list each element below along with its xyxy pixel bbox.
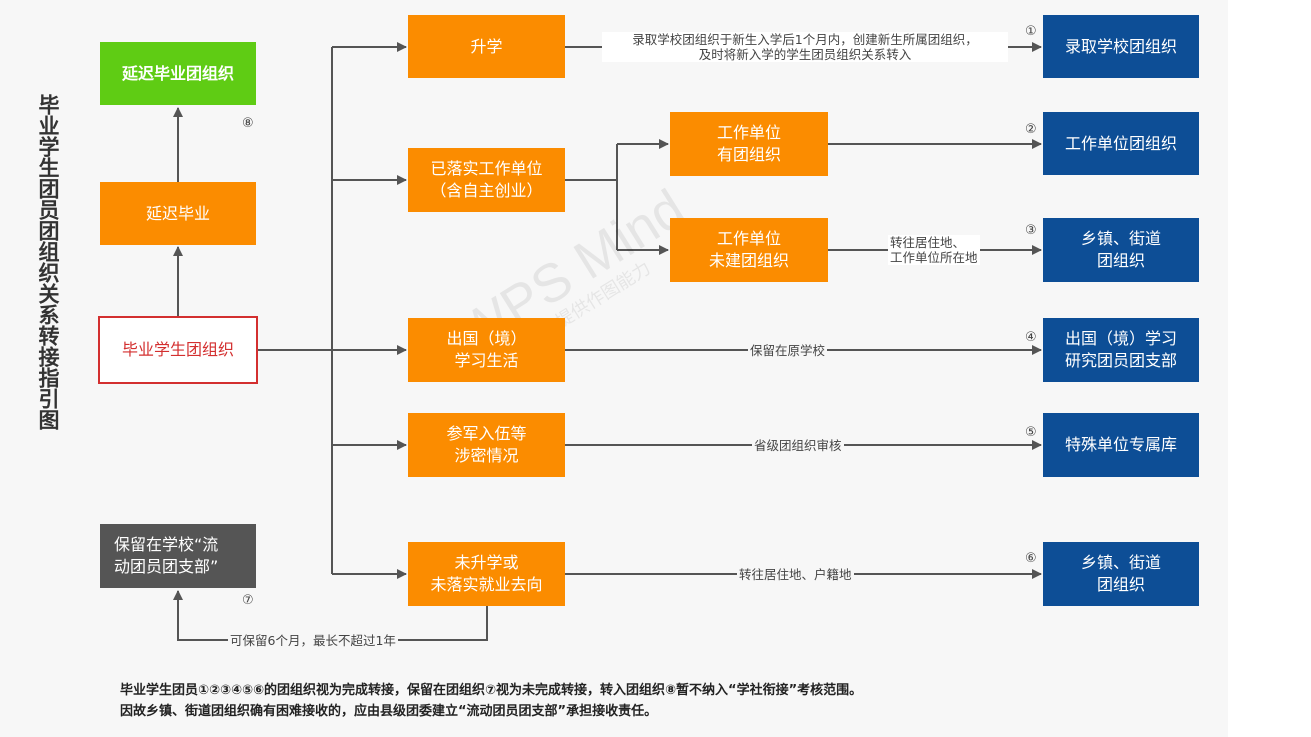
node-target-street-2: 乡镇、街道 团组织 xyxy=(1043,542,1199,606)
node-delay: 延迟毕业 xyxy=(100,182,256,245)
edge-label-unit-no-org: 转往居住地、 工作单位所在地 xyxy=(888,235,980,265)
footnote-line-2: 因故乡镇、街道团组织确有困难接收的，应由县级团委建立“流动团员团支部”承担接收责… xyxy=(120,704,658,719)
marker-1: ① xyxy=(1025,24,1037,39)
node-target-abroad: 出国（境）学习 研究团员团支部 xyxy=(1043,318,1199,382)
footnote: 毕业学生团员①②③④⑤⑥的团组织视为完成转接，保留在团组织⑦视为未完成转接，转入… xyxy=(120,680,862,722)
marker-4: ④ xyxy=(1025,330,1037,345)
marker-8: ⑧ xyxy=(242,116,254,131)
node-retain: 保留在学校“流 动团员团支部” xyxy=(100,524,256,588)
node-further-study: 升学 xyxy=(408,15,565,78)
node-unit-no-org: 工作单位 未建团组织 xyxy=(670,218,828,282)
node-employed: 已落实工作单位 （含自主创业） xyxy=(408,148,565,212)
node-target-unit: 工作单位团组织 xyxy=(1043,112,1199,175)
node-target-school: 录取学校团组织 xyxy=(1043,15,1199,78)
edge-label-retain: 可保留6个月，最长不超过1年 xyxy=(228,633,398,648)
node-target-street-1: 乡镇、街道 团组织 xyxy=(1043,218,1199,282)
node-unit-has-org: 工作单位 有团组织 xyxy=(670,112,828,176)
node-unplaced: 未升学或 未落实就业去向 xyxy=(408,542,565,606)
marker-2: ② xyxy=(1025,122,1037,137)
marker-5: ⑤ xyxy=(1025,425,1037,440)
node-root: 毕业学生团组织 xyxy=(98,316,258,384)
node-target-special: 特殊单位专属库 xyxy=(1043,413,1199,477)
node-abroad: 出国（境） 学习生活 xyxy=(408,318,565,382)
diagram-canvas: 毕业学生团员团组织关系转接指引图 WPS Mind WPS仅提供作图能力 延迟毕… xyxy=(36,15,1199,722)
node-delay-org: 延迟毕业团组织 xyxy=(100,42,256,105)
footnote-line-1: 毕业学生团员①②③④⑤⑥的团组织视为完成转接，保留在团组织⑦视为未完成转接，转入… xyxy=(120,683,863,698)
marker-6: ⑥ xyxy=(1025,551,1037,566)
edge-label-further-study: 录取学校团组织于新生入学后1个月内，创建新生所属团组织， 及时将新入学的学生团员… xyxy=(602,32,1008,62)
edge-label-abroad: 保留在原学校 xyxy=(748,343,828,358)
edge-label-military: 省级团组织审核 xyxy=(752,438,844,453)
node-military: 参军入伍等 涉密情况 xyxy=(408,413,565,477)
edge-label-unplaced: 转往居住地、户籍地 xyxy=(737,567,854,582)
page-title: 毕业学生团员团组织关系转接指引图 xyxy=(36,94,60,430)
marker-3: ③ xyxy=(1025,223,1037,238)
marker-7: ⑦ xyxy=(242,593,254,608)
